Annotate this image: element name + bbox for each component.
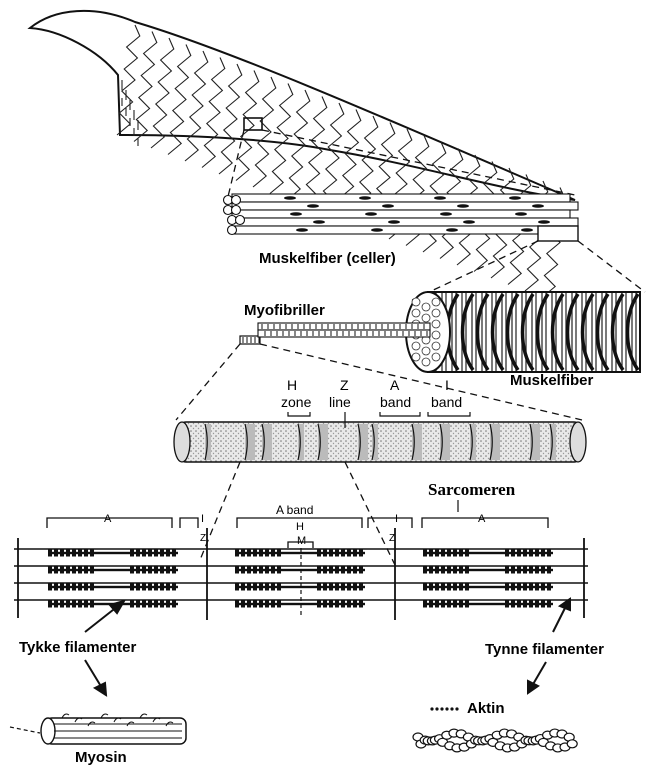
myofibril-strands bbox=[240, 323, 430, 344]
sarcomere-bracket-labels: A I A band H M I A Z Z bbox=[104, 503, 486, 547]
bracket-a-right: A bbox=[478, 513, 486, 525]
label-muskelfiber: Muskelfiber bbox=[510, 372, 594, 389]
band-labels: H zone Z line A band I band bbox=[281, 377, 470, 428]
label-h: H bbox=[287, 377, 297, 393]
label-myosin: Myosin bbox=[75, 749, 127, 765]
bracket-h: H bbox=[296, 521, 304, 533]
label-muskelfiber-celler: Muskelfiber (celler) bbox=[259, 250, 396, 267]
label-a: A bbox=[390, 377, 400, 393]
label-myofibriller: Myofibriller bbox=[244, 302, 325, 319]
z-left: Z bbox=[200, 533, 206, 544]
muscle-fiber-bundle bbox=[224, 194, 646, 300]
actin-filament bbox=[413, 729, 577, 752]
bracket-a-band: A band bbox=[276, 503, 313, 517]
zoom-box-fiber bbox=[538, 226, 578, 241]
bracket-a-left: A bbox=[104, 513, 112, 525]
label-i-band: band bbox=[431, 394, 462, 410]
label-i: I bbox=[445, 377, 449, 393]
label-tynne-filamenter: Tynne filamenter bbox=[485, 641, 604, 658]
myosin-bundle bbox=[10, 714, 186, 744]
myofibril-segment bbox=[174, 422, 586, 565]
label-z-line: line bbox=[329, 394, 351, 410]
label-a-band: band bbox=[380, 394, 411, 410]
bracket-i-left: I bbox=[201, 513, 204, 525]
bracket-m: M bbox=[297, 535, 306, 547]
bracket-i-right: I bbox=[395, 513, 398, 525]
label-aktin: Aktin bbox=[467, 700, 505, 717]
label-h-zone: zone bbox=[281, 394, 312, 410]
label-sarcomeren: Sarcomeren bbox=[428, 480, 516, 499]
label-z: Z bbox=[340, 377, 349, 393]
actin-lead-dots bbox=[430, 707, 458, 710]
label-tykke-filamenter: Tykke filamenter bbox=[19, 639, 136, 656]
